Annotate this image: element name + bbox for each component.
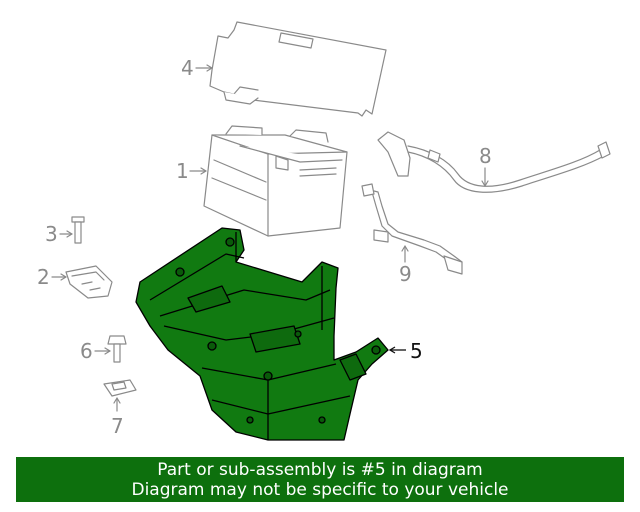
callout-4: 4 xyxy=(181,56,194,80)
callout-1: 1 xyxy=(176,159,189,183)
banner-line-1: Part or sub-assembly is #5 in diagram xyxy=(157,460,483,480)
callout-8: 8 xyxy=(479,144,492,168)
part-info-banner: Part or sub-assembly is #5 in diagram Di… xyxy=(16,457,624,502)
battery-tray-part xyxy=(135,227,389,441)
callout-3: 3 xyxy=(45,222,58,246)
battery-cover-part xyxy=(209,21,387,117)
leader-lines xyxy=(51,64,489,412)
leader-5 xyxy=(388,346,406,354)
battery-part xyxy=(203,125,348,237)
banner-line-2: Diagram may not be specific to your vehi… xyxy=(131,480,509,500)
cable-9-part xyxy=(361,183,463,275)
callout-6: 6 xyxy=(80,339,93,363)
callout-5: 5 xyxy=(410,339,423,363)
clip-7-part xyxy=(103,379,137,397)
bolt-6-part xyxy=(107,335,127,363)
clamp-2-part xyxy=(65,265,113,299)
bolt-3-part xyxy=(71,216,85,244)
callout-9: 9 xyxy=(399,262,412,286)
callout-2: 2 xyxy=(37,265,50,289)
callout-7: 7 xyxy=(111,414,124,438)
cable-8-part xyxy=(377,131,611,193)
